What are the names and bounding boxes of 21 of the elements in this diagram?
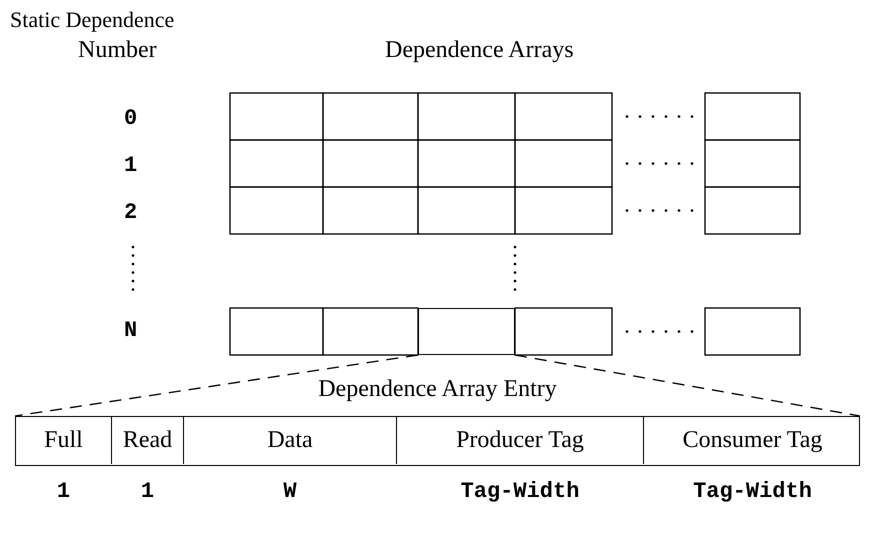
dashed-line bbox=[14, 354, 418, 417]
field-width: W bbox=[282, 479, 298, 505]
field-name: Consumer Tag bbox=[682, 426, 824, 454]
row-number: 0 bbox=[124, 106, 138, 132]
field-name: Read bbox=[122, 426, 174, 454]
row-number: 1 bbox=[124, 153, 138, 179]
field-width: 1 bbox=[140, 479, 156, 505]
field-name: Full bbox=[43, 426, 84, 454]
dashed-line bbox=[514, 354, 860, 417]
diagram-title: Static Dependence bbox=[10, 6, 174, 34]
row-number: N bbox=[124, 318, 138, 344]
field-name: Data bbox=[266, 426, 314, 454]
field-width: Tag-Width bbox=[460, 479, 580, 505]
record-heading: Dependence Array Entry bbox=[317, 375, 558, 403]
field-name: Producer Tag bbox=[455, 426, 585, 454]
array-cell bbox=[418, 308, 515, 355]
column-heading: Dependence Arrays bbox=[385, 36, 574, 64]
column-heading: Number bbox=[78, 36, 157, 64]
field-width: 1 bbox=[56, 479, 72, 505]
field-width: Tag-Width bbox=[692, 479, 813, 505]
row-number: 2 bbox=[124, 200, 138, 226]
